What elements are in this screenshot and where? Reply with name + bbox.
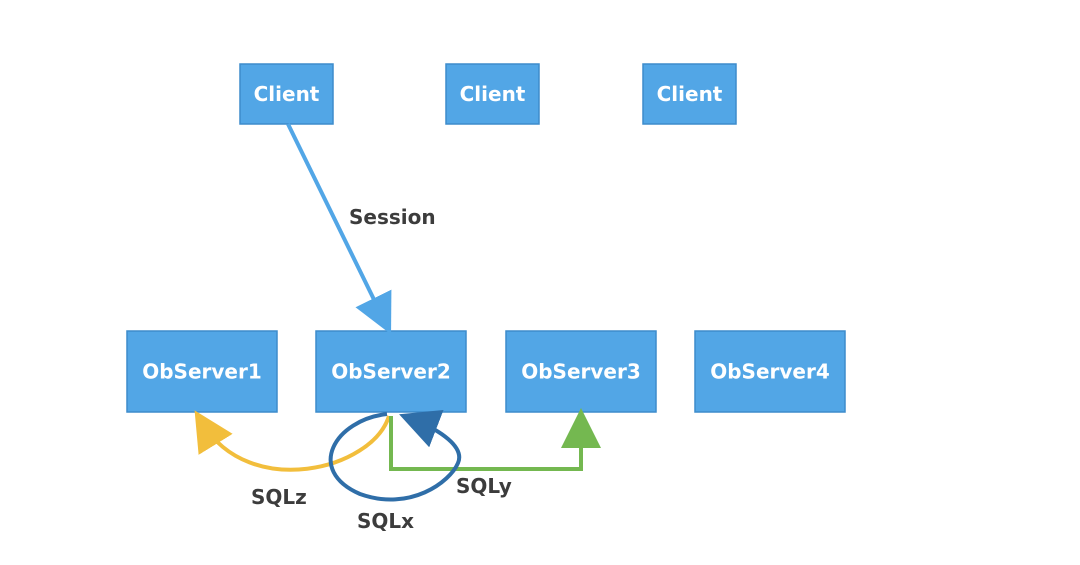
client-label: Client: [254, 82, 320, 106]
observer3-label: ObServer3: [521, 360, 641, 384]
sqlz-label: SQLz: [251, 485, 307, 509]
client-label: Client: [657, 82, 723, 106]
observer2-node: ObServer2: [315, 330, 467, 413]
observer2-label: ObServer2: [331, 360, 451, 384]
sqlx-label: SQLx: [357, 509, 414, 533]
client-node: Client: [445, 63, 540, 125]
observer1-label: ObServer1: [142, 360, 262, 384]
client-node: Client: [239, 63, 334, 125]
session-label: Session: [349, 205, 436, 229]
sqly-label: SQLy: [456, 474, 512, 498]
session-arrow: [286, 123, 392, 335]
sqlz-arrow: [194, 410, 391, 472]
observer4-label: ObServer4: [710, 360, 830, 384]
observer4-node: ObServer4: [694, 330, 846, 413]
client-node: Client: [642, 63, 737, 125]
observer1-node: ObServer1: [126, 330, 278, 413]
sqlx-arrow: [328, 409, 462, 502]
observer3-node: ObServer3: [505, 330, 657, 413]
client-label: Client: [460, 82, 526, 106]
sqly-arrow: [389, 408, 601, 471]
